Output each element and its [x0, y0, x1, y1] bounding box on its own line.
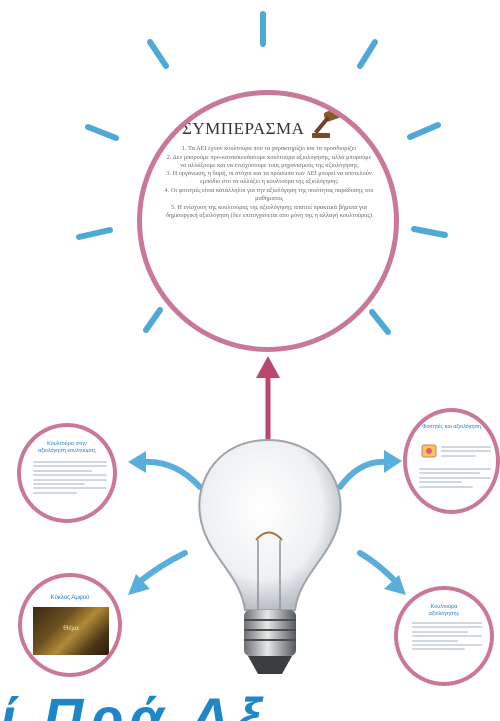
ray-top-left: [147, 39, 169, 69]
ray-bottom-left: [143, 307, 163, 333]
conclusion-item: 2. Δεν μπορούμε προ-κατασκευάσουμε κουλτ…: [166, 153, 372, 169]
gavel-icon: [312, 107, 347, 138]
topic-circle-bottom-left[interactable]: Κύκλος Αμφού Θέμα: [18, 573, 122, 677]
arrowhead-bottom-left: [128, 574, 150, 595]
light-bulb-icon: [198, 438, 342, 674]
topic-image: Θέμα: [33, 607, 109, 655]
arrow-to-top-left: [140, 458, 203, 490]
arrowhead-top-left: [128, 451, 146, 473]
topic-text-lines: [419, 468, 491, 490]
ray-right-upper: [407, 122, 441, 140]
ray-left-lower: [76, 227, 113, 240]
arrow-to-top-right: [337, 458, 389, 490]
topic-circle-bottom-right[interactable]: Κουλτούρα αξιολόγησης: [394, 586, 494, 686]
conclusion-circle[interactable]: ΣΥΜΠΕΡΑΣΜΑ 1. Τα ΑΕΙ έχουν κουλτούρα που…: [137, 90, 399, 352]
topic-text-lines: [441, 446, 491, 459]
conclusion-list: 1. Τα ΑΕΙ έχουν κουλτούρα που τα χαρακτη…: [164, 145, 374, 220]
conclusion-item: 5. Η ενίσχυση της κουλτούρας της αξιολόγ…: [165, 203, 373, 219]
ray-right-lower: [411, 226, 448, 238]
topic-circle-top-left[interactable]: Κουλτούρα στην αξιολόγηση κουλτούρας: [17, 423, 117, 523]
news-icon: [421, 444, 437, 458]
arrow-to-bottom-left: [135, 550, 188, 586]
topic-text-lines: [412, 622, 482, 653]
ray-top-right: [357, 39, 378, 69]
topic-title: Κουλτούρα αξιολόγησης: [428, 604, 460, 617]
topic-text-lines: [33, 461, 107, 496]
arrowhead-top-right: [384, 450, 402, 473]
ray-bottom-right: [369, 309, 391, 335]
topic-title: Φοιτητές και αξιολόγηση: [421, 424, 482, 430]
bottom-heading: ί Πρά Αξ: [0, 686, 268, 721]
up-arrow: [256, 356, 280, 440]
conclusion-title: ΣΥΜΠΕΡΑΣΜΑ: [182, 119, 305, 138]
conclusion-item: 1. Τα ΑΕΙ έχουν κουλτούρα που τα χαρακτη…: [181, 145, 357, 152]
topic-title: Κύκλος Αμφού: [50, 595, 90, 601]
topic-image-title: Θέμα: [63, 624, 79, 632]
conclusion-item: 4. Οι φοιτητές είναι κατάλληλοι για την …: [164, 186, 374, 203]
arrow-to-bottom-right: [357, 550, 399, 585]
arrowhead-bottom-right: [384, 575, 406, 595]
topic-circle-top-right[interactable]: Φοιτητές και αξιολόγηση: [403, 408, 500, 514]
conclusion-item: 3. Η οργάνωση, η δομή, οι στόχοι και τα …: [166, 170, 372, 186]
ray-left-upper: [85, 124, 119, 141]
topic-title: Κουλτούρα στην αξιολόγηση κουλτούρας: [38, 441, 96, 454]
